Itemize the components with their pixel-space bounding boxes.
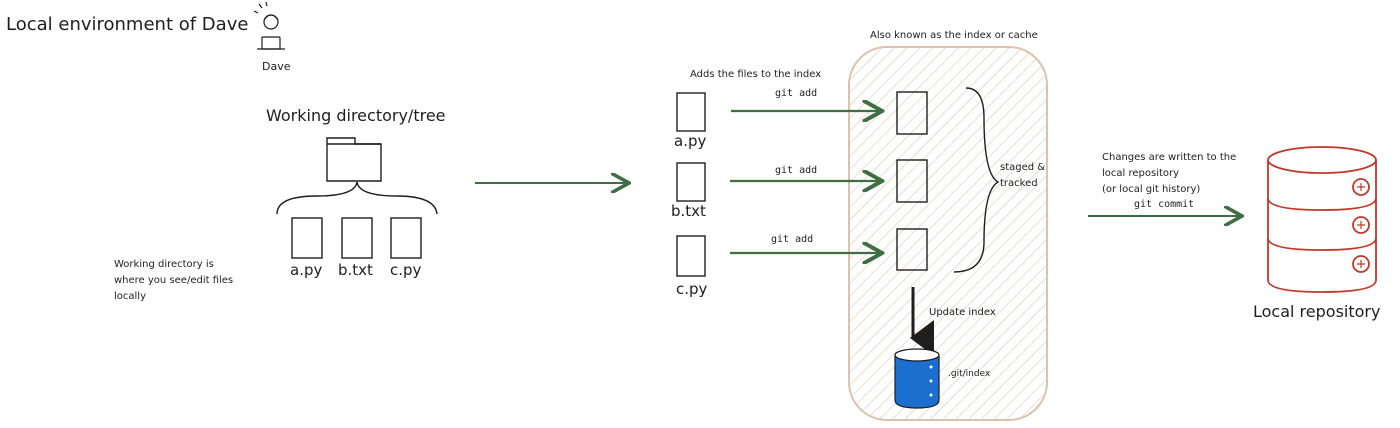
pending-file-c-label: c.py xyxy=(676,280,708,298)
staging-area xyxy=(848,46,1048,421)
staging-top-label: Also known as the index or cache xyxy=(870,30,1038,41)
git-commit-label: git commit xyxy=(1134,199,1195,210)
update-index-label: Update index xyxy=(929,307,996,318)
staged-label-line-1: staged & xyxy=(1000,162,1046,173)
working-dir-note-line-3: locally xyxy=(114,291,146,302)
local-repository-label: Local repository xyxy=(1253,302,1381,321)
page-title: Local environment of Dave xyxy=(6,14,249,35)
working-dir-file-a-label: a.py xyxy=(290,261,323,279)
local-repository-database-icon xyxy=(1267,146,1377,293)
git-index-database-icon xyxy=(894,348,940,409)
staged-file-b-icon xyxy=(896,159,928,203)
staged-file-c-icon xyxy=(896,228,928,271)
git-add-label-a: git add xyxy=(775,88,818,99)
pending-file-a-label: a.py xyxy=(674,132,707,150)
git-add-label-b: git add xyxy=(775,165,818,176)
working-dir-file-icons xyxy=(291,217,422,259)
pending-file-b-icon xyxy=(676,162,706,202)
git-index-label: .git/index xyxy=(948,369,991,379)
file-a-icon xyxy=(291,217,323,259)
pending-file-a-icon xyxy=(676,92,706,132)
working-dir-file-c-label: c.py xyxy=(390,261,422,279)
avatar-label: Dave xyxy=(262,60,291,73)
file-b-icon xyxy=(341,217,373,259)
staged-file-a-icon xyxy=(896,91,928,135)
working-dir-note-line-2: where you see/edit files xyxy=(114,275,234,286)
staged-brace xyxy=(953,87,1000,273)
pending-file-c-icon xyxy=(676,235,706,277)
commit-note-line-1: Changes are written to the xyxy=(1102,152,1237,163)
adds-files-label: Adds the files to the index xyxy=(690,69,822,80)
staged-file-icons xyxy=(896,91,928,271)
git-add-label-c: git add xyxy=(771,234,814,245)
working-dir-title: Working directory/tree xyxy=(266,106,446,125)
commit-note-line-2: local repository xyxy=(1102,168,1180,179)
pending-file-b-label: b.txt xyxy=(671,202,706,220)
staged-label-line-2: tracked xyxy=(1000,178,1038,189)
working-dir-brace xyxy=(276,181,438,215)
commit-note-line-3: (or local git history) xyxy=(1102,184,1201,195)
folder-icon xyxy=(326,137,382,182)
pending-file-icons xyxy=(676,92,706,277)
dave-avatar-icon xyxy=(253,1,285,50)
working-dir-note-line-1: Working directory is xyxy=(114,259,214,270)
working-dir-file-b-label: b.txt xyxy=(338,261,373,279)
file-c-icon xyxy=(390,217,422,259)
